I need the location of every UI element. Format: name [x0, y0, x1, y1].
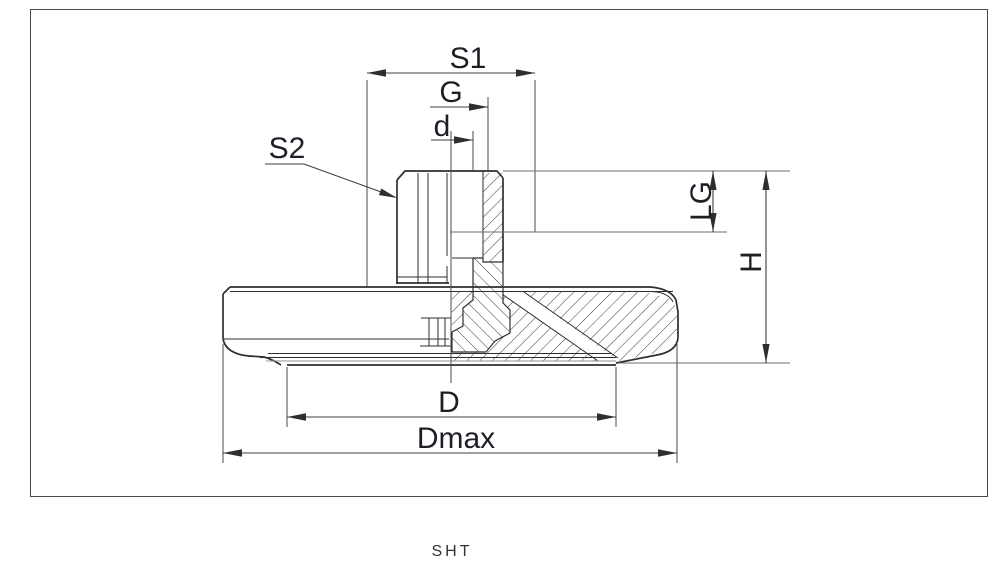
stud-ball-end: [451, 257, 511, 353]
hatch-stud-wall: [483, 173, 503, 262]
dim-label-lg: LG: [685, 181, 718, 221]
dim-label-h: H: [735, 251, 768, 273]
extension-lines: [222, 80, 790, 463]
dimension-g: G: [430, 76, 488, 111]
dimension-dmax: Dmax: [223, 422, 677, 457]
dim-label-diameter: D: [438, 386, 460, 419]
dimension-diameter: D: [287, 386, 616, 421]
dim-label-d: d: [434, 110, 451, 143]
pad-right-edge: [675, 299, 679, 338]
dimension-lg: LG: [685, 171, 718, 232]
cone-seat-edges: [498, 291, 619, 362]
dimension-s2: S2: [265, 132, 397, 198]
dimension-d: d: [431, 110, 473, 144]
hatch-pad-right: [524, 292, 677, 361]
caption-sht: SHT: [432, 543, 473, 560]
dim-label-dmax: Dmax: [417, 422, 495, 455]
dimension-s1: S1: [367, 42, 535, 77]
dim-label-s2: S2: [269, 132, 306, 165]
dim-label-g: G: [439, 76, 462, 109]
dimension-h: H: [735, 171, 770, 363]
dim-label-s1: S1: [450, 42, 487, 75]
drawing-frame: [30, 9, 988, 497]
